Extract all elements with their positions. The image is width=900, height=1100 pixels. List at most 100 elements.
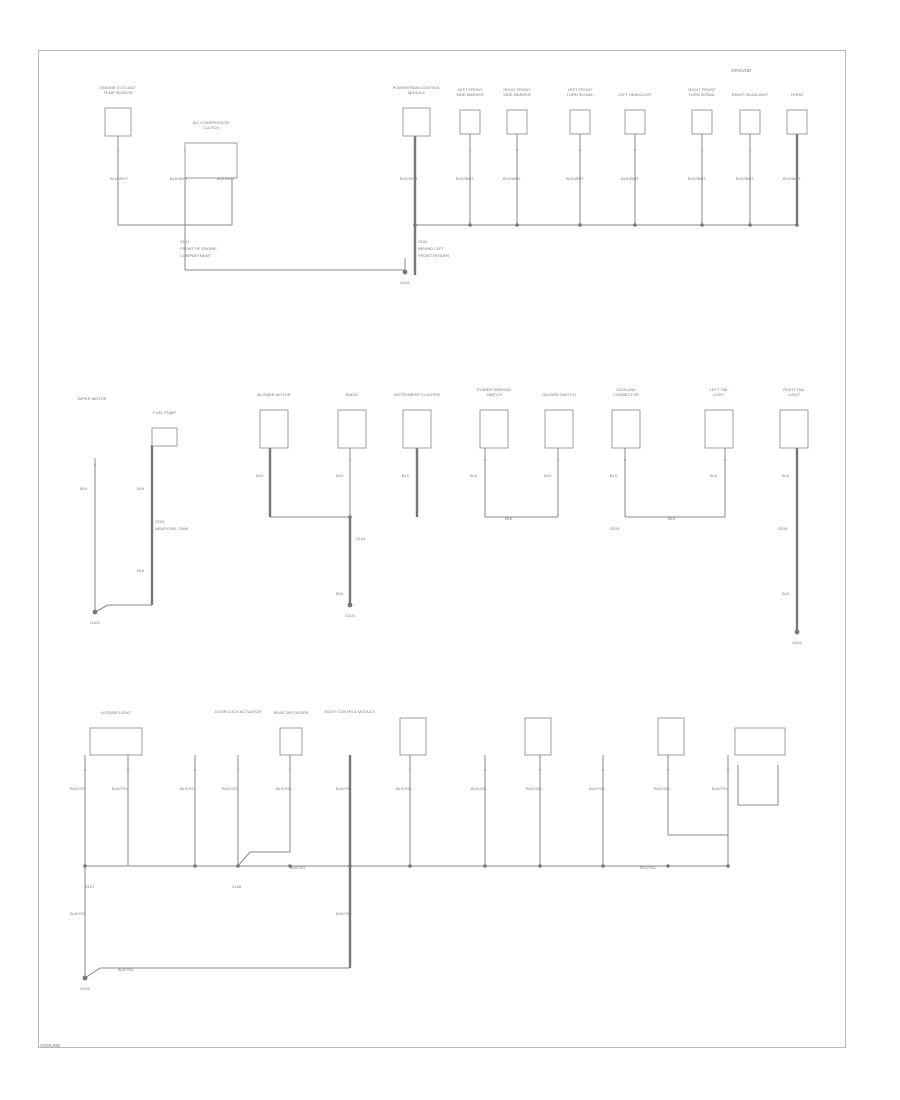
- wire-code: BLK: [782, 591, 790, 596]
- wire-code: BLK: [505, 516, 513, 521]
- component-box: [624, 109, 646, 135]
- component-label: RIGHT FRONT: [503, 87, 531, 92]
- wire-code: BLK: [544, 473, 552, 478]
- component-label: LIGHT: [713, 392, 725, 397]
- wire-code: BLK/YEL: [290, 865, 307, 870]
- ground-label: G101: [400, 280, 411, 285]
- component-box: [459, 109, 481, 135]
- component-label: RIGHT TAIL: [783, 387, 805, 392]
- ground-symbol: [402, 269, 408, 275]
- wire-code: BLK/YEL: [526, 786, 543, 791]
- wire-code: BLK: [336, 591, 344, 596]
- component-label: ENGINE COOLANT: [100, 85, 136, 90]
- splice-dot: [700, 223, 704, 227]
- splice-dot: [726, 864, 730, 868]
- wire-code: BLK/WHT: [688, 176, 706, 181]
- splice-dot: [468, 223, 472, 227]
- splice-label: S101: [180, 239, 190, 244]
- component-label: MODULE: [408, 90, 425, 95]
- wire: [737, 765, 779, 806]
- footer-label: GROUND: [40, 1043, 61, 1048]
- header-label: GROUND: [731, 68, 752, 73]
- pin: [409, 769, 411, 771]
- wire-code: BLK/YEL: [70, 786, 87, 791]
- wire-code: BLK/YEL: [112, 786, 129, 791]
- component-label: BLOWER MOTOR: [257, 392, 290, 397]
- wire-code: BLK/WHT: [110, 176, 128, 181]
- ground-label: G102: [90, 620, 101, 625]
- wire: [185, 258, 406, 271]
- pin: [602, 769, 604, 771]
- component-label: A/C COMPRESSOR: [193, 120, 230, 125]
- splice-label: S106: [778, 526, 788, 531]
- wire-code: BLK/WHT: [621, 176, 639, 181]
- wire-code: BLK/WHT: [217, 176, 235, 181]
- component-label: WIPER MOTOR: [77, 396, 106, 401]
- component-box: [399, 717, 427, 756]
- wire-code: BLK: [336, 473, 344, 478]
- component-label: RIGHT FRONT: [688, 87, 716, 92]
- ground-symbol: [82, 975, 88, 981]
- splice-note: NEAR FUEL TANK: [155, 526, 189, 531]
- splice-label: S104: [356, 536, 366, 541]
- wire-code: BLK/YEL: [180, 786, 197, 791]
- component-box: [569, 109, 591, 135]
- component-label: HAZARD SWITCH: [542, 392, 575, 397]
- component-label: DATA LINK: [616, 387, 636, 392]
- component-label: REAR DEFOGGER: [273, 710, 308, 715]
- splice-note: FRONT OF ENGINE: [180, 246, 217, 251]
- component-label: BODY CONTROL MODULE: [325, 709, 375, 714]
- ground-label: G103: [345, 613, 356, 618]
- pin: [194, 769, 196, 771]
- diagram-frame: [38, 50, 846, 1048]
- wire-code: BLK/YEL: [640, 865, 657, 870]
- component-label: LEFT FRONT: [568, 87, 593, 92]
- splice-dot: [666, 864, 670, 868]
- wire-code: BLK/WHT: [456, 176, 474, 181]
- wire: [84, 967, 350, 979]
- splice-label: S105: [610, 526, 620, 531]
- component-box: [402, 409, 432, 449]
- splice-dot: [515, 223, 519, 227]
- wire: [94, 604, 152, 613]
- component-box: [544, 409, 574, 449]
- splice-dot: [538, 864, 542, 868]
- ground-label: G105: [80, 986, 91, 991]
- pin: [127, 769, 129, 771]
- wire-code: BLK/YEL: [471, 786, 488, 791]
- splice-dot: [408, 864, 412, 868]
- wire: [237, 755, 291, 867]
- splice-dot: [748, 223, 752, 227]
- wire-code: BLK/YEL: [276, 786, 293, 791]
- component-box: [524, 717, 552, 756]
- wire-code: BLK: [668, 516, 676, 521]
- pin: [484, 769, 486, 771]
- wire-code: BLK: [470, 473, 478, 478]
- splice-dot: [483, 864, 487, 868]
- component-label: DOOR LOCK ACTUATOR: [215, 709, 262, 714]
- splice-label: S103: [155, 519, 165, 524]
- component-label: LEFT FRONT: [458, 87, 483, 92]
- wire-code: BLK/YEL: [589, 786, 606, 791]
- component-box: [184, 142, 238, 179]
- ground-symbol: [92, 609, 98, 615]
- ground-label: G104: [792, 640, 803, 645]
- component-box: [151, 427, 178, 447]
- component-box: [89, 727, 143, 756]
- component-box: [691, 109, 713, 135]
- wire-code: BLK/WHT: [566, 176, 584, 181]
- pin: [634, 149, 636, 151]
- pin: [727, 769, 729, 771]
- component-label: LICENSE LIGHT: [101, 710, 132, 715]
- component-label: SIDE MARKER: [456, 92, 484, 97]
- pin: [539, 769, 541, 771]
- wire: [668, 834, 729, 866]
- component-box: [786, 109, 808, 135]
- wire-code: BLK/WHT: [503, 176, 521, 181]
- component-box: [734, 727, 786, 756]
- component-label: LEFT HEADLIGHT: [618, 92, 652, 97]
- pin: [624, 459, 626, 461]
- splice-note: COMPARTMENT: [180, 253, 212, 258]
- splice-dot: [578, 223, 582, 227]
